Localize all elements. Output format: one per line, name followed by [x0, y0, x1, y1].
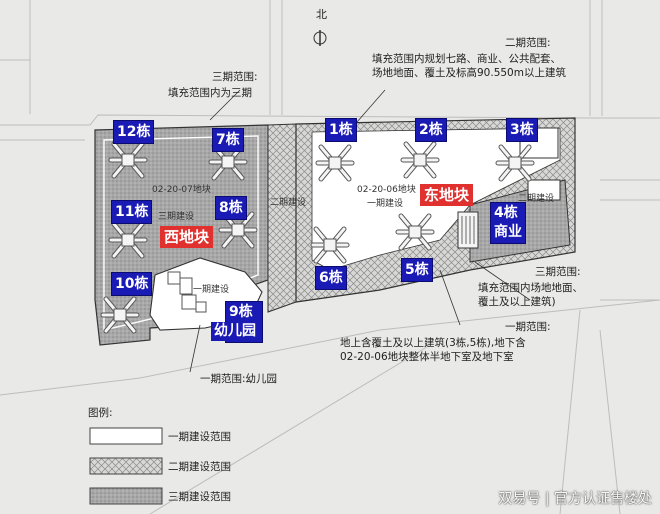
- building-label-7: 7栋: [212, 128, 244, 152]
- east-phase1-note: 一期建设: [367, 199, 404, 209]
- west-plot-code: 02-20-07地块: [152, 185, 211, 195]
- legend-phase1-label: 一期建设范围: [168, 431, 231, 443]
- building-label-1: 1栋: [325, 118, 357, 142]
- legend-title: 图例:: [88, 407, 113, 419]
- phase3-right-title: 三期范围:: [535, 266, 581, 278]
- building-label-8: 8栋: [215, 196, 247, 220]
- road-phase2: [267, 123, 297, 313]
- phase2-top-title: 二期范围:: [505, 37, 551, 49]
- building-label-3: 3栋: [506, 118, 538, 142]
- road-phase2-note: 二期建设: [270, 198, 307, 208]
- phase1-right-title: 一期范围:: [505, 321, 551, 333]
- building-label-4: 4栋 商业: [490, 202, 526, 244]
- building-label-12: 12栋: [113, 120, 155, 144]
- building-label-9: 9栋 幼儿园: [211, 301, 263, 343]
- west-plot-label: 西地块: [160, 226, 214, 248]
- building-label-9-number: 9栋: [229, 304, 253, 320]
- east-right-phase2-note: 二期建设: [518, 194, 555, 204]
- phase3-left-title: 三期范围:: [212, 71, 258, 83]
- building-label-9-kindergarten: 幼儿园: [211, 322, 259, 341]
- phase1-right-text: 地上含覆土及以上建筑(3栋,5栋),地下含 02-20-06地块整体半地下室及地…: [340, 337, 526, 363]
- building-label-11: 11栋: [111, 200, 153, 224]
- phase1-left-note: 一期范围:幼儿园: [200, 373, 278, 385]
- west-phase3-note: 三期建设: [158, 212, 195, 222]
- east-plot-code: 02-20-06地块: [357, 185, 416, 195]
- phase2-top-text: 填充范围内规划七路、商业、公共配套、 场地地面、覆土及标高90.550m以上建筑: [372, 53, 566, 79]
- east-plot-label: 东地块: [420, 184, 474, 206]
- building-label-4-commercial: 商业: [494, 224, 522, 240]
- north-label: 北: [316, 8, 327, 21]
- legend-phase3-label: 三期建设范围: [168, 491, 231, 503]
- building-label-2: 2栋: [415, 118, 447, 142]
- north-arrow-icon: [313, 30, 327, 46]
- watermark: 双易号 | 官方认证售楼处: [498, 491, 652, 507]
- phase3-left-text: 填充范围内为三期: [168, 87, 252, 99]
- building-label-6: 6栋: [315, 266, 347, 290]
- building-label-4-number: 4栋: [494, 205, 518, 221]
- kinder-phase1-note: 一期建设: [193, 285, 230, 295]
- legend-phase2-label: 二期建设范围: [168, 461, 231, 473]
- phase3-right-text: 填充范围内场地地面、 覆土及以上建筑): [478, 282, 583, 308]
- building-label-10: 10栋: [111, 272, 153, 296]
- building-label-5: 5栋: [401, 258, 433, 282]
